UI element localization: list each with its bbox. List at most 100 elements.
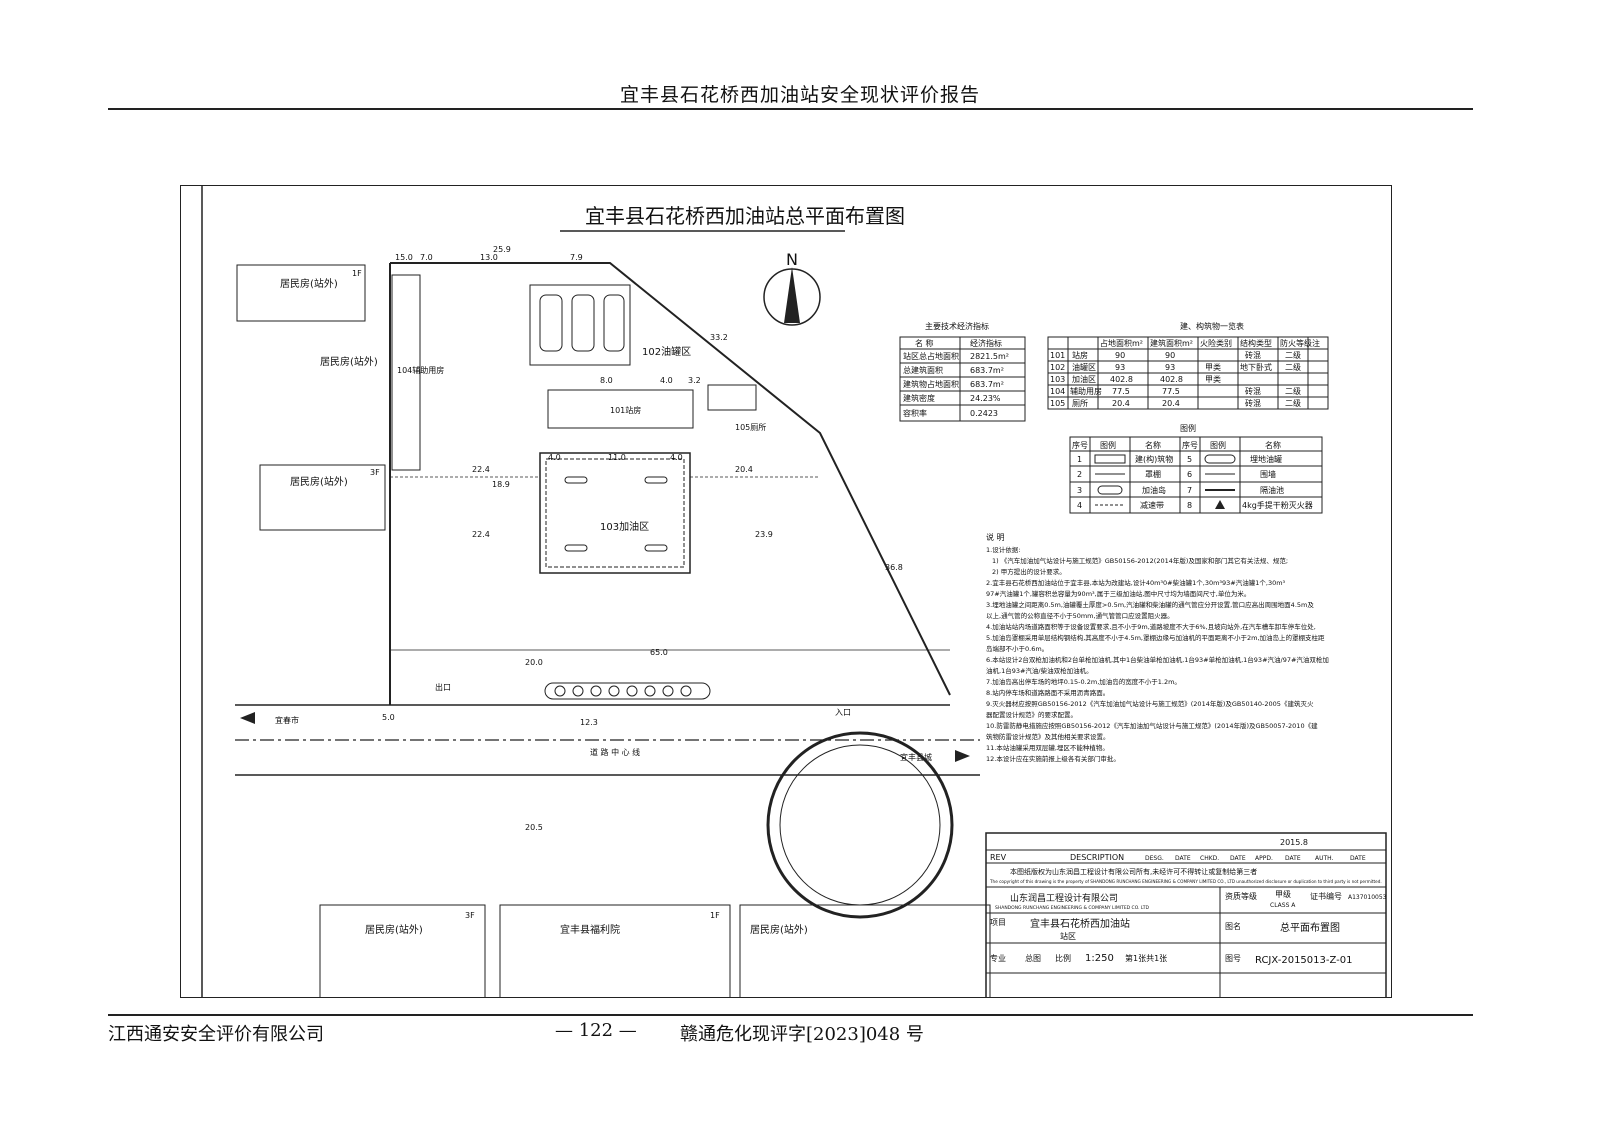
buildings-head: 建筑面积m² (1150, 338, 1193, 348)
legend-no: 3 (1077, 486, 1082, 495)
dim: 4.0 (660, 376, 673, 385)
buildings-head: 注 (1312, 338, 1320, 348)
tb-no-label: 图号 (1225, 954, 1241, 963)
notes-line: 1.设计依据: (986, 545, 1020, 554)
notes-line: 筑物防雷设计规范》及其他相关要求设置。 (986, 732, 1110, 741)
residential-label: 居民房(站外) (320, 355, 378, 368)
tb-qual-value: 甲级 (1275, 889, 1291, 899)
north-arrow-icon: N (763, 250, 821, 326)
notes-line: 11.本站油罐采用双层罐,埋区不能种植物。 (986, 743, 1109, 752)
office-label: 101站房 (610, 405, 641, 415)
notes-line: 2) 甲方提出的设计要求。 (992, 567, 1066, 576)
notes-line: 10.防雷防静电措施应按照GB50156-2012《汽车加油加气站设计与施工规范… (986, 721, 1318, 730)
dim: 11.0 (608, 453, 626, 462)
notes-line: 6.本站设计2台双枪加油机和2台单枪加油机,其中1台柴油单枪加油机,1台93#单… (986, 655, 1329, 664)
building-cell: 站房 (1072, 350, 1088, 360)
pump-island-symbol-icon (1097, 485, 1123, 495)
notes-line: 3.埋地油罐之间距离0.5m,油罐覆土厚度>0.5m,汽油罐和柴油罐的通气管应分… (986, 600, 1314, 609)
building-cell: 102 (1050, 363, 1065, 372)
notes-line: 12.本设计应在实施前报上级各有关部门审批。 (986, 754, 1120, 763)
dimensions: 25.9 15.0 7.0 13.0 7.9 8.0 4.0 3.2 4.0 1… (382, 245, 950, 832)
residential-label: 居民房(站外) (750, 923, 808, 936)
aux-building-label: 104辅助用房 (397, 365, 444, 375)
notes-line: 器配置设计规范》的要求配置。 (986, 710, 1077, 719)
east-arrow-icon (955, 750, 970, 762)
tb-copyright-cn: 本图纸版权为山东润昌工程设计有限公司所有,未经许可不得转让或复制给第三者 (1010, 867, 1257, 876)
notes-line: 7.加油岛高出停车场的地坪0.15-0.2m,加油岛的宽度不小于1.2m。 (986, 677, 1181, 686)
drawing-title: 宜丰县石花桥西加油站总平面布置图 (585, 204, 905, 228)
fuel-area-label: 103加油区 (600, 520, 649, 533)
tb-col: DATE (1230, 855, 1246, 862)
legend-name: 隔油池 (1260, 485, 1284, 495)
dim: 65.0 (650, 648, 668, 657)
legend-no: 7 (1187, 486, 1192, 495)
dim: 7.0 (420, 253, 433, 262)
residential-building-s3: 居民房(站外) (739, 904, 991, 998)
welfare-home-building: 宜丰县福利院 1F (499, 904, 731, 998)
legend-head: 图例 (1210, 440, 1226, 450)
legend-head: 序号 (1182, 440, 1198, 450)
building-cell: 93 (1165, 363, 1175, 372)
tb-company-cn: 山东润昌工程设计有限公司 (1010, 892, 1118, 904)
notes-line: 以上,通气管的公称直径不小于50mm,通气管管口应设置阻火器。 (986, 611, 1174, 620)
dim-top: 25.9 (493, 245, 511, 254)
legend-no: 5 (1187, 455, 1192, 464)
indicator-name: 建筑物占地面积 (903, 379, 959, 389)
legend-name: 罩棚 (1145, 469, 1161, 479)
indicator-name: 站区总占地面积 (903, 351, 959, 361)
dim: 8.0 (600, 376, 613, 385)
tb-spec-value: 总图 (1025, 953, 1041, 963)
building-cell: 77.5 (1162, 387, 1180, 396)
tb-sheet: 第1张共1张 (1125, 953, 1167, 963)
legend-head: 序号 (1072, 440, 1088, 450)
building-cell: 甲类 (1205, 362, 1221, 372)
legend-name: 建(构)筑物 (1135, 454, 1173, 464)
tb-cert-no: A137010053 (1348, 894, 1387, 901)
pump-island (564, 544, 588, 552)
dim: 20.5 (525, 823, 543, 832)
tb-copyright-en: The copyright of this drawing is the pro… (989, 879, 1382, 884)
residential-floors: 1F (710, 911, 720, 920)
building-cell: 93 (1115, 363, 1125, 372)
tb-proj-name: 宜丰县石花桥西加油站 (1030, 917, 1130, 930)
indicators-table: 主要技术经济指标 名 称 经济指标 站区总占地面积 2821.5m² 总建筑面积… (899, 321, 1026, 422)
building-cell: 104 (1050, 387, 1065, 396)
legend-caption: 图例 (1180, 423, 1196, 433)
tb-col: DATE (1175, 855, 1191, 862)
road: 宜春市 宜丰县城 道 路 中 心 线 出口 入口 (235, 682, 980, 776)
building-cell: 20.4 (1112, 399, 1130, 408)
notes-line: 1) 《汽车加油加气站设计与施工规范》GB50156-2012(2014年版)及… (992, 556, 1288, 565)
buildings-head: 防火等级 (1280, 338, 1312, 348)
tb-qual-class: CLASS A (1270, 902, 1296, 909)
building-cell: 厕所 (1072, 398, 1088, 408)
tb-spec-label: 专业 (990, 953, 1006, 963)
tb-col: DESG. (1145, 855, 1164, 862)
building-cell: 90 (1115, 351, 1125, 360)
dim: 5.0 (382, 713, 395, 722)
legend-name: 围墙 (1260, 469, 1276, 479)
notes-line: 2.宜丰县石花桥西加油站位于宜丰县,本站为改建站,设计40m³0#柴油罐1个,3… (986, 578, 1286, 587)
buildings-table: 建、构筑物一览表 占地面积m² 建筑面积m² 火险类别 结构类型 防火等级 注 … (1047, 321, 1329, 410)
header-rule (108, 108, 1473, 110)
tb-drawing-name: 总平面布置图 (1280, 921, 1340, 934)
indicator-value: 0.2423 (970, 409, 998, 418)
residential-label: 居民房(站外) (365, 923, 423, 936)
building-cell: 砖混 (1245, 350, 1261, 360)
notes-title: 说 明 (986, 532, 1005, 542)
tb-no-value: RCJX-2015013-Z-01 (1255, 955, 1353, 966)
dim: 20.4 (735, 465, 753, 474)
notes-line: 岛端部不小于0.6m。 (986, 644, 1048, 653)
toilet-label: 105厕所 (735, 422, 766, 432)
pump-island (644, 476, 668, 484)
tb-company-en: SHANDONG RUNCHANG ENGINEERING & COMPANY … (995, 905, 1150, 911)
indicator-name: 容积率 (903, 408, 927, 418)
north-label: N (786, 250, 798, 269)
tb-description: DESCRIPTION (1070, 853, 1124, 862)
building-cell: 90 (1165, 351, 1175, 360)
title-block: REV DESCRIPTION DESG. DATE CHKD. DATE AP… (985, 832, 1387, 998)
indicator-value: 683.7m² (970, 380, 1004, 389)
building-cell: 20.4 (1162, 399, 1180, 408)
dim: 23.9 (755, 530, 773, 539)
building-cell: 二级 (1285, 398, 1301, 408)
dim: 4.0 (548, 453, 561, 462)
